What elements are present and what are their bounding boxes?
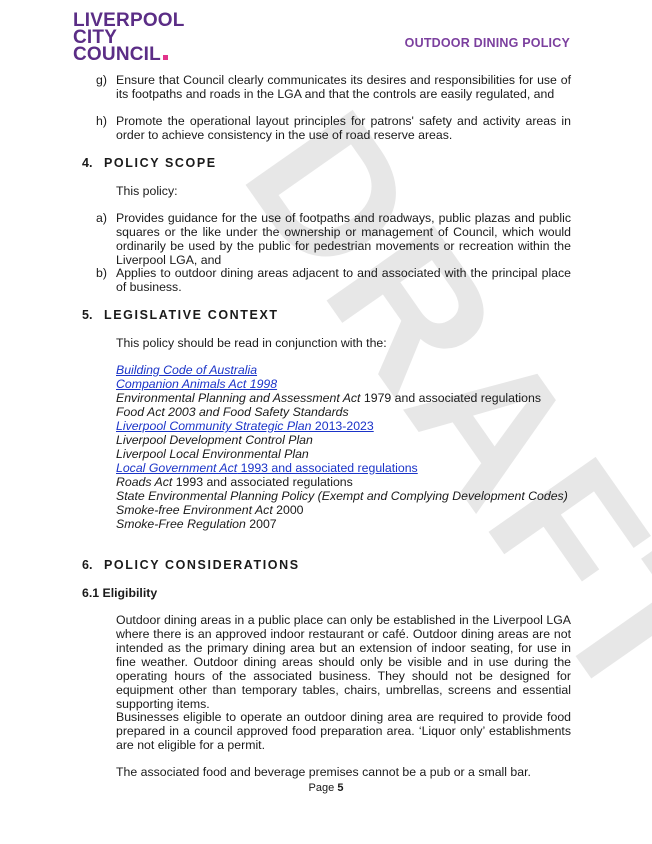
document-title: OUTDOOR DINING POLICY	[404, 36, 570, 50]
eligibility-paragraph-3: The associated food and beverage premise…	[116, 765, 531, 779]
legislation-item: Smoke-Free Regulation 2007	[116, 517, 277, 531]
page-number: Page 5	[308, 782, 344, 794]
legislation-link[interactable]: Local Government Act 1993 and associated…	[116, 461, 418, 475]
logo-dot-icon	[162, 55, 168, 60]
scope-lead: This policy:	[116, 184, 178, 198]
legislation-item: Smoke-free Environment Act 2000	[116, 503, 304, 517]
list-item-h: h) Promote the operational layout princi…	[96, 114, 571, 142]
legislation-item: Liverpool Local Environmental Plan	[116, 447, 309, 461]
legislative-lead: This policy should be read in conjunctio…	[116, 336, 387, 350]
legislation-link[interactable]: Companion Animals Act 1998	[116, 377, 278, 391]
list-item-b: b) Applies to outdoor dining areas adjac…	[96, 266, 571, 294]
legislation-item: Food Act 2003 and Food Safety Standards	[116, 405, 349, 419]
list-item-a: a) Provides guidance for the use of foot…	[96, 211, 571, 267]
liverpool-city-council-logo: LIVERPOOL CITY COUNCIL	[73, 10, 185, 65]
eligibility-paragraph-2: Businesses eligible to operate an outdoo…	[116, 710, 571, 752]
section-heading-policy-considerations: 6.POLICY CONSIDERATIONS	[82, 558, 300, 572]
section-heading-policy-scope: 4.POLICY SCOPE	[82, 156, 217, 170]
legislation-item: State Environmental Planning Policy (Exe…	[116, 489, 568, 503]
list-item-g: g) Ensure that Council clearly communica…	[96, 73, 571, 101]
legislation-item: Liverpool Development Control Plan	[116, 433, 313, 447]
section-heading-legislative-context: 5.LEGISLATIVE CONTEXT	[82, 308, 279, 322]
legislation-link[interactable]: Building Code of Australia	[116, 363, 258, 377]
legislation-item: Roads Act 1993 and associated regulation…	[116, 475, 353, 489]
legislation-link[interactable]: Liverpool Community Strategic Plan 2013-…	[116, 419, 374, 433]
eligibility-paragraph-1: Outdoor dining areas in a public place c…	[116, 613, 571, 711]
subsection-heading-eligibility: 6.1 Eligibility	[82, 586, 158, 600]
legislation-item: Environmental Planning and Assessment Ac…	[116, 391, 541, 405]
